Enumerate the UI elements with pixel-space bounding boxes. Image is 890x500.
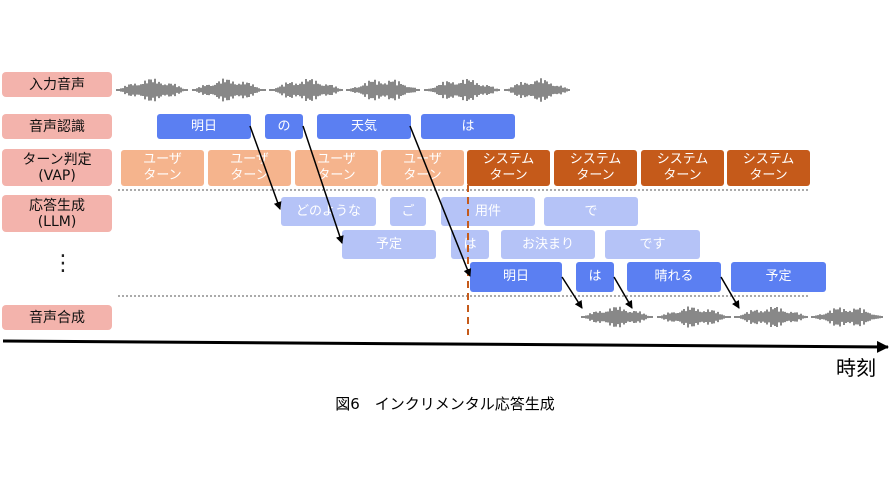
llm-row2-token-4-text: です bbox=[639, 236, 666, 252]
asr-token-3: 天気 bbox=[317, 114, 411, 139]
vap-system-turn-3-line2: ターン bbox=[663, 168, 702, 183]
vap-system-turn-1: システムターン bbox=[467, 150, 550, 186]
llm-row1-token-1-text: どのような bbox=[295, 203, 361, 219]
row-label-tts-text: 音声合成 bbox=[29, 309, 85, 326]
vap-system-turn-3: システムターン bbox=[641, 150, 724, 186]
arrow-asr2-to-llm2 bbox=[302, 125, 344, 244]
vap-user-turn-4-line1: ユーザ bbox=[403, 152, 442, 167]
vap-user-turn-3-line1: ユーザ bbox=[317, 152, 356, 167]
vap-system-turn-4: システムターン bbox=[727, 150, 810, 186]
row-label-asr-text: 音声認識 bbox=[29, 118, 85, 135]
row-label-tts: 音声合成 bbox=[2, 305, 112, 330]
vap-system-turn-1-line1: システム bbox=[482, 152, 535, 167]
figure-caption-text: 図6 インクリメンタル応答生成 bbox=[335, 395, 555, 413]
row-label-input-audio-text: 入力音声 bbox=[29, 76, 85, 93]
llm-row1-token-3-text: 用件 bbox=[474, 203, 501, 219]
row-label-llm-line1: 応答生成 bbox=[29, 197, 85, 214]
llm-row2-token-4: です bbox=[605, 230, 700, 259]
vap-user-turn-3-line2: ターン bbox=[317, 168, 356, 183]
llm-row1-token-4-text: で bbox=[584, 203, 598, 219]
vap-user-turn-1-line1: ユーザ bbox=[143, 152, 182, 167]
llm-row1-token-3: 用件 bbox=[441, 197, 535, 226]
figure-caption: 図6 インクリメンタル応答生成 bbox=[0, 393, 890, 414]
asr-token-1-text: 明日 bbox=[190, 118, 217, 134]
llm-row3-token-1: 明日 bbox=[470, 262, 562, 292]
row-label-llm: 応答生成 (LLM) bbox=[2, 195, 112, 232]
arrow-llm-token1-to-tts bbox=[561, 276, 583, 309]
time-axis-label-text: 時刻 bbox=[836, 356, 876, 380]
vap-user-turn-3: ユーザターン bbox=[295, 150, 378, 186]
time-axis-label: 時刻 bbox=[836, 352, 876, 381]
vap-system-turn-2-line2: ターン bbox=[576, 168, 615, 183]
arrow-asr3-to-llm3 bbox=[409, 125, 472, 277]
llm-row3-token-2: は bbox=[576, 262, 614, 292]
vap-user-turn-2: ユーザターン bbox=[208, 150, 291, 186]
vap-system-turn-1-line2: ターン bbox=[489, 168, 528, 183]
row-label-asr: 音声認識 bbox=[2, 114, 112, 139]
llm-row1-token-4: で bbox=[544, 197, 638, 226]
asr-token-4: は bbox=[421, 114, 515, 139]
llm-row2-token-1-text: 予定 bbox=[375, 236, 402, 252]
llm-row3-token-1-text: 明日 bbox=[502, 269, 529, 284]
vap-user-turn-1: ユーザターン bbox=[121, 150, 204, 186]
asr-token-2: の bbox=[265, 114, 303, 139]
vap-user-turn-4: ユーザターン bbox=[381, 150, 464, 186]
row-label-llm-line2: (LLM) bbox=[37, 213, 77, 230]
vap-system-turn-4-line2: ターン bbox=[749, 168, 788, 183]
asr-token-1: 明日 bbox=[157, 114, 251, 139]
vap-system-turn-2: システムターン bbox=[554, 150, 637, 186]
llm-row2-token-1: 予定 bbox=[342, 230, 436, 259]
llm-row3-token-4: 予定 bbox=[731, 262, 826, 292]
llm-row3-token-3: 晴れる bbox=[627, 262, 721, 292]
llm-row2-token-2-text: は bbox=[463, 236, 477, 252]
input-audio-waveform bbox=[116, 78, 570, 102]
row-label-vap: ターン判定 (VAP) bbox=[2, 149, 112, 186]
llm-row1-token-2-text: ご bbox=[401, 203, 415, 219]
llm-row2-token-3: お決まり bbox=[501, 230, 595, 259]
vap-user-turn-2-line1: ユーザ bbox=[230, 152, 269, 167]
row-label-vap-line2: (VAP) bbox=[38, 167, 76, 184]
vap-user-turn-1-line2: ターン bbox=[143, 168, 182, 183]
vap-system-turn-2-line1: システム bbox=[569, 152, 622, 167]
vap-system-turn-3-line1: システム bbox=[656, 152, 709, 167]
llm-row2-token-3-text: お決まり bbox=[521, 236, 574, 252]
asr-token-2-text: の bbox=[277, 118, 291, 134]
asr-token-4-text: は bbox=[461, 118, 475, 134]
llm-row3-token-4-text: 予定 bbox=[765, 269, 792, 284]
vap-system-turn-4-line1: システム bbox=[742, 152, 795, 167]
arrow-asr1-to-llm1 bbox=[249, 125, 282, 210]
time-axis bbox=[2, 339, 889, 353]
vap-user-turn-2-line2: ターン bbox=[230, 168, 269, 183]
row-label-input-audio: 入力音声 bbox=[2, 72, 112, 97]
llm-row3-token-2-text: は bbox=[588, 269, 602, 284]
arrow-llm-token2-to-tts bbox=[613, 276, 633, 309]
row-label-vap-line1: ターン判定 bbox=[22, 151, 92, 168]
row-ellipsis: ⋮ bbox=[52, 247, 74, 287]
arrow-llm-token3-to-tts bbox=[720, 276, 740, 309]
row-ellipsis-text: ⋮ bbox=[52, 251, 74, 276]
llm-row3-token-3-text: 晴れる bbox=[654, 269, 694, 284]
asr-token-3-text: 天気 bbox=[350, 118, 377, 134]
tts-waveform bbox=[581, 306, 883, 328]
llm-row1-token-2: ご bbox=[390, 197, 426, 226]
